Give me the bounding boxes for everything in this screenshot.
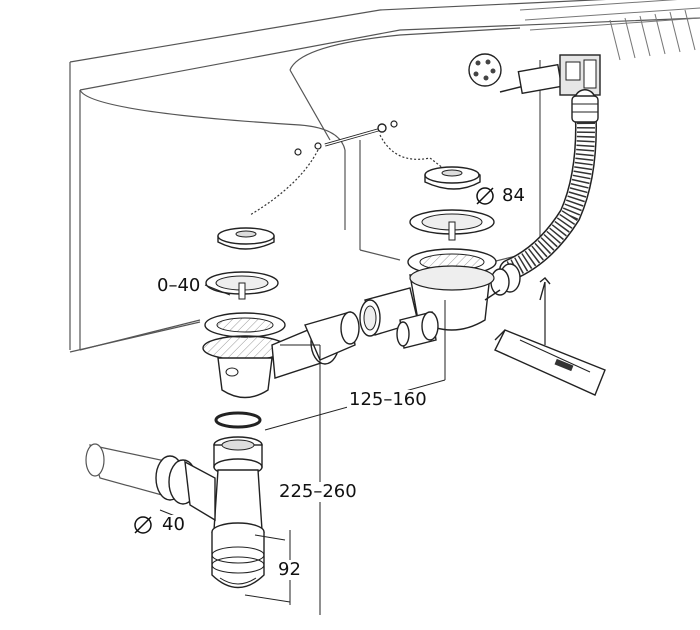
right-outlet-fittings [359, 287, 439, 349]
diameter-icon [134, 516, 152, 534]
pipe-diameter-label: 40 [160, 514, 187, 535]
left-plug [217, 227, 275, 250]
right-plug [424, 166, 481, 190]
dimension-lines [159, 284, 446, 615]
diameter-icon [476, 187, 494, 205]
sink-outline [69, 0, 700, 353]
bottle-trap [211, 469, 265, 589]
overflow-hose [490, 89, 599, 296]
right-strainer [407, 209, 501, 331]
bowl-spacing-label: 125–160 [347, 389, 429, 410]
trap-depth-label: 92 [276, 559, 303, 580]
trap-washer [214, 411, 262, 429]
overflow-cover [468, 53, 502, 87]
overflow-bracket [499, 54, 601, 96]
chain-and-rod [249, 120, 449, 216]
ring-height-label: 0–40 [155, 275, 203, 296]
trap-height-label: 225–260 [277, 481, 359, 502]
utility-knife [494, 277, 606, 396]
trap-outlet-pipe [85, 443, 216, 522]
trap-nut [213, 436, 263, 476]
strainer-diameter-label: 84 [500, 185, 527, 206]
connecting-pipe [271, 311, 360, 379]
drainboard-ribs [519, 0, 700, 61]
left-strainer [202, 271, 288, 399]
